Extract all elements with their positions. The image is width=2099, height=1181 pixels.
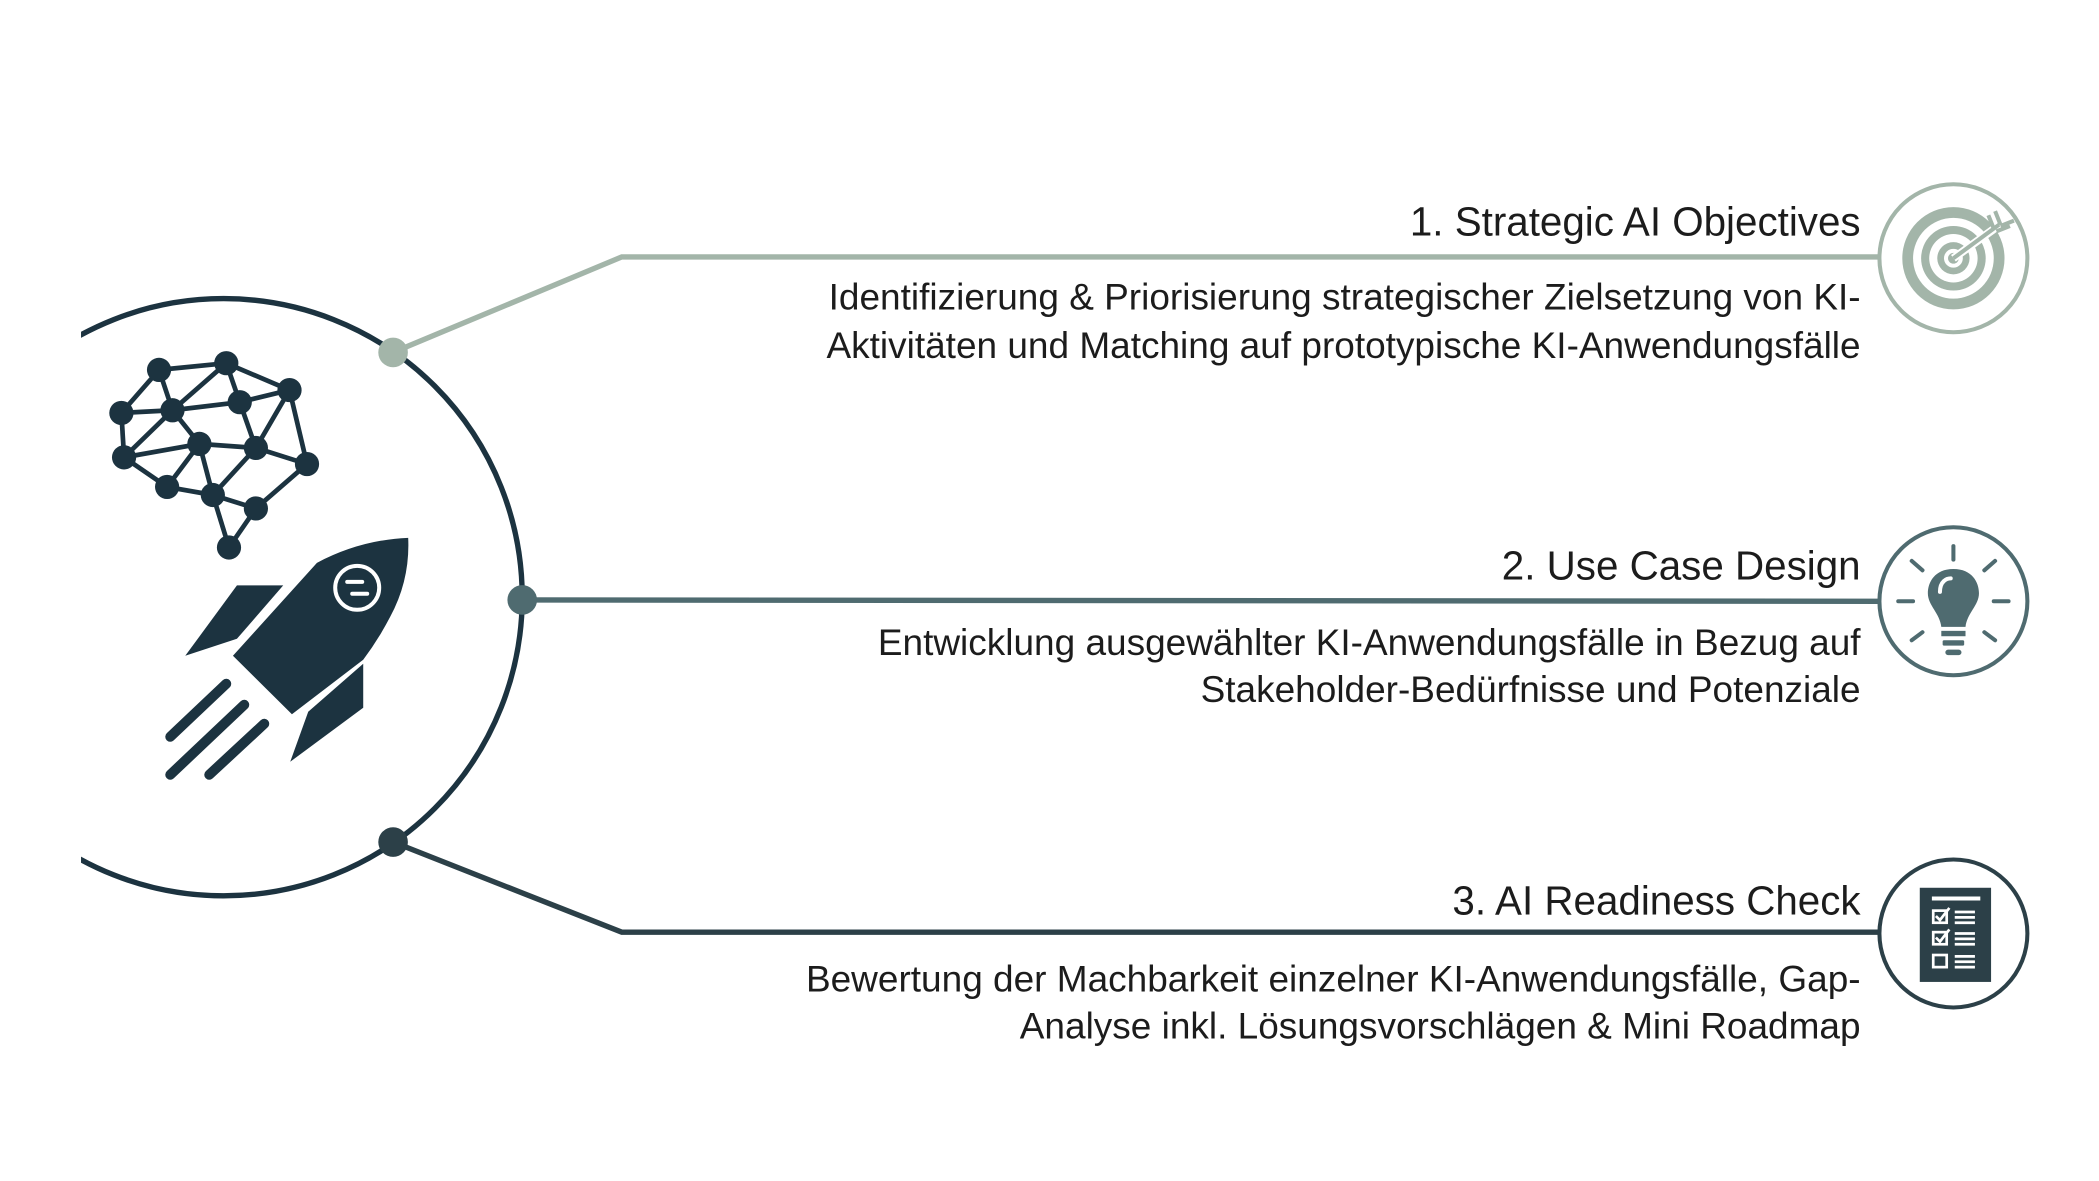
step-2: 2. Use Case Design Entwicklung ausgewähl…	[878, 543, 1861, 710]
step-1-description-line-2: Aktivitäten und Matching auf prototypisc…	[826, 325, 1860, 366]
node-dot-3	[378, 827, 408, 857]
target-icon	[1877, 182, 2030, 335]
neural-network-brain-icon	[109, 351, 320, 560]
lightbulb-icon	[1877, 525, 2030, 678]
step-1-title: 1. Strategic AI Objectives	[1410, 198, 1861, 244]
step-1-description-line-1: Identifizierung & Priorisierung strategi…	[829, 276, 1861, 317]
step-2-description-line-2: Stakeholder-Bedürfnisse und Potenziale	[1201, 669, 1861, 710]
node-dot-2	[507, 585, 538, 615]
connector-step-1	[392, 254, 1881, 355]
connector-step-3	[392, 839, 1881, 935]
step-3-description-line-1: Bewertung der Machbarkeit einzelner KI-A…	[806, 958, 1861, 999]
connector-step-2	[522, 597, 1881, 604]
step-2-description-line-1: Entwicklung ausgewählter KI-Anwendungsfä…	[878, 622, 1861, 663]
node-dot-1	[378, 337, 408, 368]
checklist-icon	[1877, 857, 2030, 1010]
step-2-title: 2. Use Case Design	[1502, 543, 1861, 589]
step-3-title: 3. AI Readiness Check	[1452, 878, 1861, 924]
step-1: 1. Strategic AI Objectives Identifizieru…	[826, 198, 1860, 365]
step-3-description-line-2: Analyse inkl. Lösungsvorschlägen & Mini …	[1020, 1005, 1861, 1046]
step-3: 3. AI Readiness Check Bewertung der Mach…	[806, 878, 1861, 1047]
rocket-icon	[165, 537, 409, 780]
